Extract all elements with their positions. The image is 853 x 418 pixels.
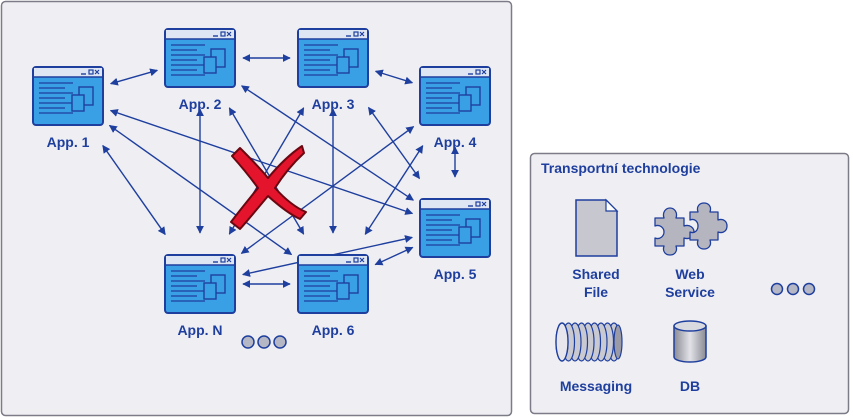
puzzle-icon [654, 202, 728, 256]
more-apps-ellipsis [241, 335, 287, 349]
transport-item-label: Shared [572, 266, 619, 282]
connection-arrow [364, 145, 424, 235]
app-window-icon: App. 2 [164, 28, 236, 112]
message-queue-icon [555, 322, 623, 362]
transport-item-label: Service [665, 284, 715, 300]
transport-item-label: DB [680, 378, 700, 394]
app-label: App. 2 [179, 96, 222, 112]
connection-arrow [374, 246, 414, 266]
transport-item-label: Messaging [560, 378, 632, 394]
more-technologies-ellipsis [770, 282, 816, 296]
app-label: App. 4 [434, 134, 477, 150]
app-label: App. 3 [312, 96, 355, 112]
app-label: App. 6 [312, 322, 355, 338]
app-window-icon: App. 4 [419, 66, 491, 150]
app-label: App. 1 [47, 134, 90, 150]
database-icon [673, 320, 707, 363]
app-label: App. N [177, 322, 222, 338]
app-window-icon: App. 1 [32, 66, 104, 150]
app-window-icon: App. 6 [297, 254, 369, 338]
transport-item-label: File [584, 284, 608, 300]
app-window-icon: App. N [164, 254, 236, 338]
transport-item-label: Web [675, 266, 704, 282]
app-window-icon: App. 3 [297, 28, 369, 112]
app-window-icon: App. 5 [419, 198, 491, 282]
document-icon [575, 198, 619, 257]
apps-layer: App. 1 App. 2 App. 3 App. 4 App. 5 App. N App.… [32, 28, 491, 338]
connection-arrow [109, 68, 159, 86]
connection-arrow [374, 69, 414, 85]
transport-title: Transportní technologie [541, 160, 701, 176]
app-label: App. 5 [434, 266, 477, 282]
cross-icon [230, 145, 307, 230]
